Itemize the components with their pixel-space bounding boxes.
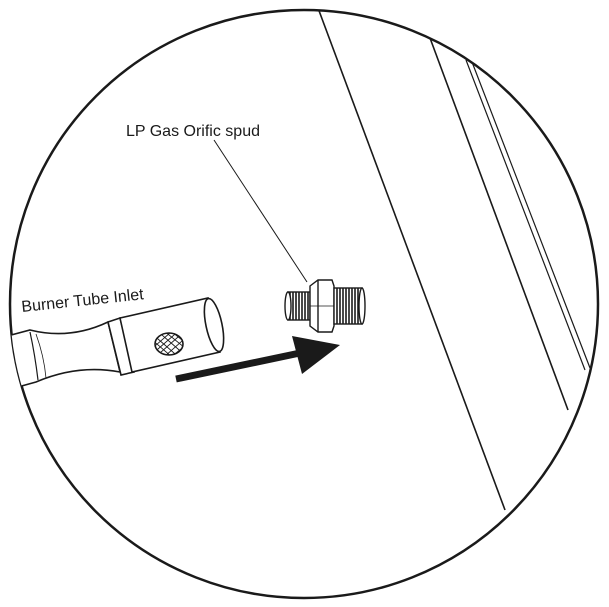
orifice-spud-leader-line (213, 139, 308, 283)
orifice-spud (284, 279, 366, 333)
valve-panel-edges (317, 10, 591, 511)
panel-edge-line (429, 37, 569, 411)
burner-tube-inlet-end (203, 297, 225, 353)
orifice-spud-label: LP Gas Orific spud (126, 123, 260, 140)
panel-edge-line (465, 59, 586, 371)
panel-edge-line (471, 61, 591, 369)
panel-edge-line (317, 10, 506, 511)
arrow-right-icon (175, 336, 340, 383)
